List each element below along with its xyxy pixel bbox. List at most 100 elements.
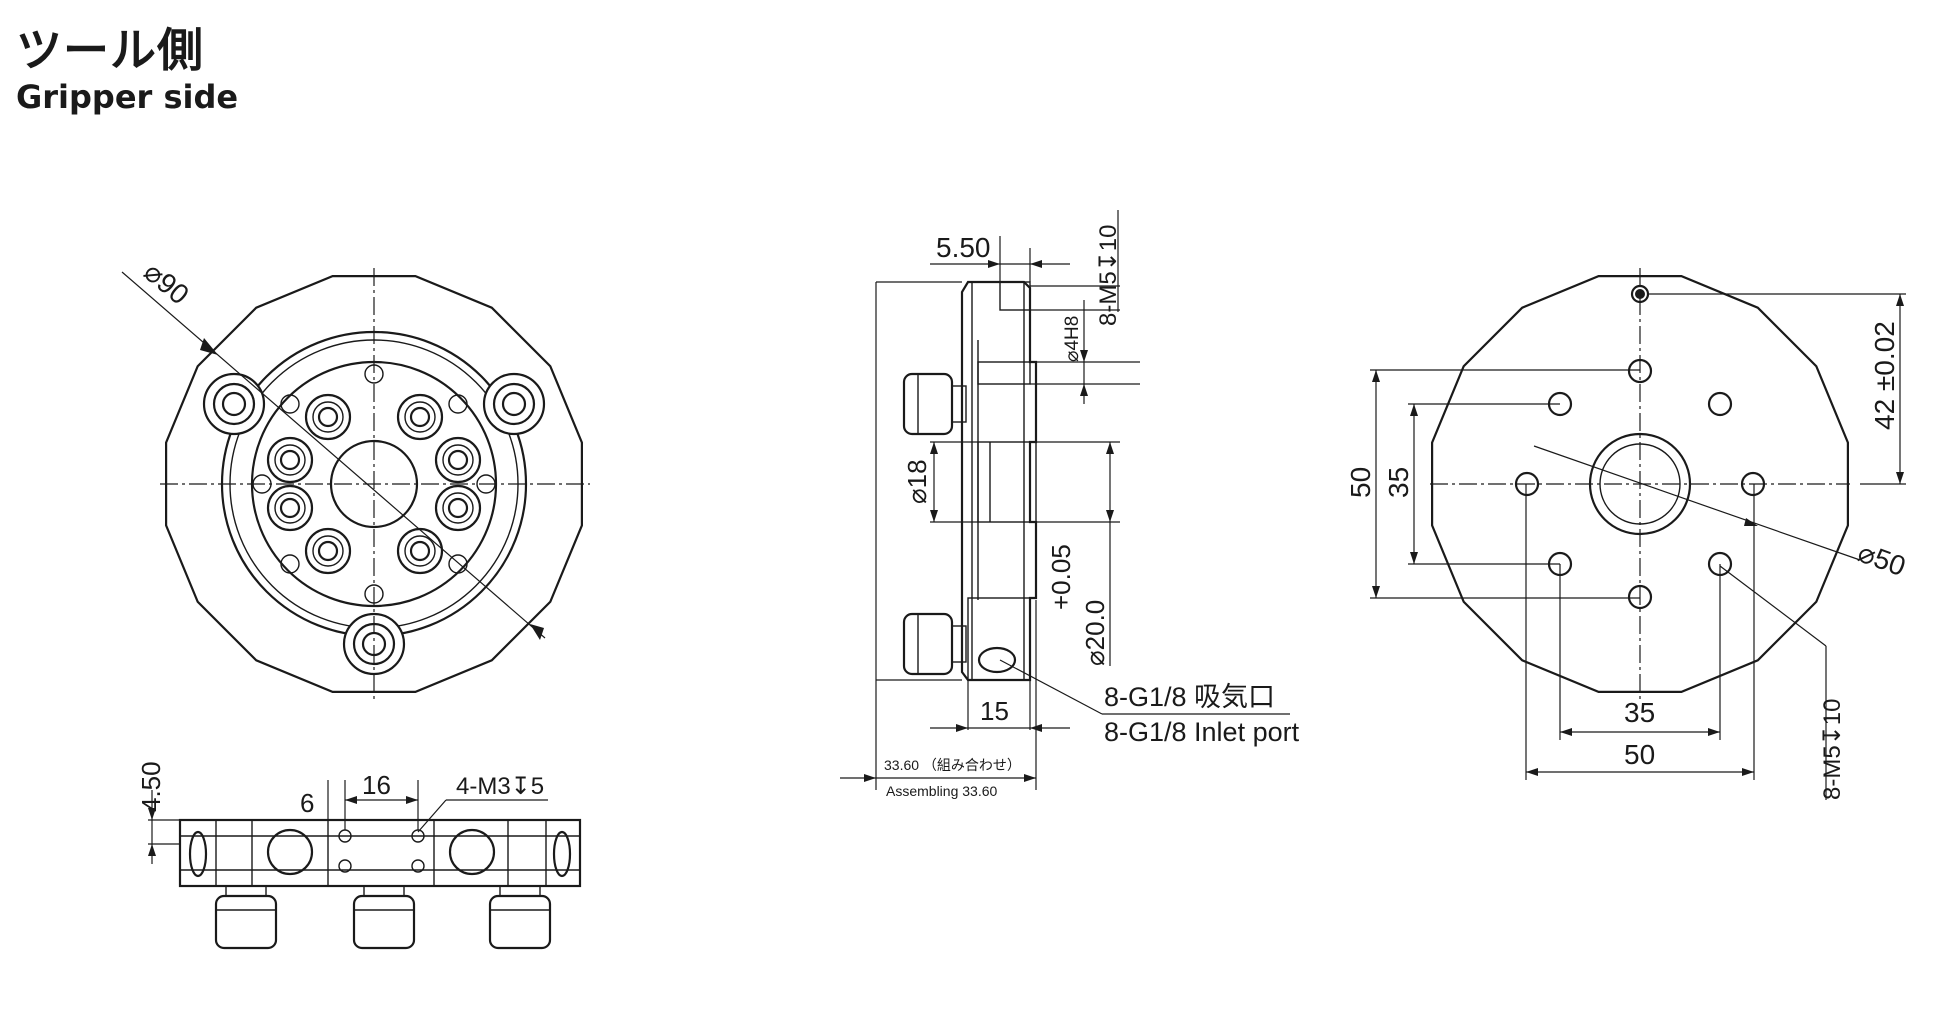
bottom-slot <box>552 830 572 878</box>
front-port-inner <box>274 492 306 524</box>
side-dim-arrow <box>930 442 938 454</box>
front-view: ⌀90 <box>121 256 590 700</box>
side-dim-arrow <box>864 774 876 782</box>
side-dim-15: 15 <box>980 696 1009 726</box>
bottom-fittings <box>214 885 552 950</box>
front-port-inner <box>312 401 344 433</box>
front-boss-core <box>501 391 527 417</box>
side-pin-bore <box>977 361 1031 385</box>
front-boss-core <box>221 391 247 417</box>
side-fitting-neck <box>951 385 967 423</box>
bottom-fitting-neck <box>225 885 267 897</box>
side-dim-arrow <box>1080 384 1088 396</box>
front-small-hole <box>448 554 468 574</box>
back-thread-leader <box>1719 565 1827 647</box>
front-boss-ring <box>212 382 256 426</box>
bottom-fitting-body <box>352 894 416 950</box>
front-port-ring <box>396 393 444 441</box>
back-dim-arrow <box>1526 768 1538 776</box>
back-m5-hole <box>1627 584 1653 610</box>
side-dim-550: 5.50 <box>936 232 991 263</box>
bottom-fitting-body <box>214 894 278 950</box>
front-port-inner <box>442 492 474 524</box>
side-dim-arrow <box>1024 774 1036 782</box>
front-boss <box>202 372 266 436</box>
back-dim-arrow <box>1708 728 1720 736</box>
back-diameter-leader <box>1533 445 1861 561</box>
front-dim-arrow <box>530 624 544 640</box>
bottom-thread-leader <box>417 799 447 833</box>
back-dim-arrow <box>1896 472 1904 484</box>
bottom-dim-6: 6 <box>300 788 314 818</box>
bottom-dim-arrow <box>148 844 156 856</box>
front-port-inner <box>312 535 344 567</box>
front-small-hole <box>448 394 468 414</box>
back-dim-arrow <box>1410 552 1418 564</box>
back-dim-arrow <box>1410 404 1418 416</box>
bottom-view: 4.50 16 6 4-M3↧5 <box>136 761 582 950</box>
side-dim-arrow <box>930 510 938 522</box>
bottom-m3-hole <box>338 859 352 873</box>
front-port-ring <box>434 484 482 532</box>
front-port-core <box>279 497 301 519</box>
front-port-ring <box>304 393 352 441</box>
side-fittings <box>902 372 967 676</box>
bottom-m3-hole <box>411 859 425 873</box>
bottom-port-hole <box>448 828 496 876</box>
front-port-ring <box>266 436 314 484</box>
page-subtitle: Gripper side <box>16 78 239 116</box>
side-port-label-en: 8-G1/8 Inlet port <box>1104 717 1300 747</box>
side-thread-hole <box>999 281 1031 311</box>
back-dim-arrow <box>1372 370 1380 382</box>
back-dim-35-vertical: 35 <box>1383 467 1414 498</box>
side-dim-20: ⌀20.0 <box>1080 600 1110 666</box>
back-dim-arrow <box>1560 728 1572 736</box>
front-port-inner <box>442 444 474 476</box>
bottom-dim-arrow <box>345 796 357 804</box>
front-port-core <box>317 406 339 428</box>
back-thread-label: 8-M5↧10 <box>1819 699 1846 800</box>
back-dim-35-horizontal: 35 <box>1624 697 1655 728</box>
bottom-dim-arrow <box>148 808 156 820</box>
front-port-inner <box>274 444 306 476</box>
bottom-port-hole <box>266 828 314 876</box>
back-dim-42: 42 ±0.02 <box>1869 321 1900 430</box>
back-dim-arrow <box>1742 768 1754 776</box>
back-view: 50 35 42 ±0.02 ⌀50 8-M5↧10 35 <box>1345 268 1910 800</box>
front-outer-contour <box>165 275 584 694</box>
front-port-ring <box>434 436 482 484</box>
front-dim-arrow <box>200 338 218 355</box>
side-body-contour <box>960 280 1038 682</box>
front-small-hole <box>280 554 300 574</box>
back-diameter-50: ⌀50 <box>1854 537 1910 583</box>
back-dim-arrow <box>1896 294 1904 306</box>
front-inlet-ports <box>266 393 482 575</box>
bottom-slot <box>188 830 208 878</box>
side-fitting-neck <box>951 625 967 663</box>
side-view: 5.50 8-M5↧10 ⌀4H8 ⌀18 ⌀20.0 +0.05 15 <box>840 210 1300 799</box>
back-m5-hole <box>1514 471 1540 497</box>
bottom-fitting-body <box>488 894 552 950</box>
front-boss <box>482 372 546 436</box>
back-pin-hole-fill <box>1635 289 1645 299</box>
side-dim-arrow <box>1106 510 1114 522</box>
side-dim-arrow <box>1106 442 1114 454</box>
front-boss-ring <box>492 382 536 426</box>
front-port-core <box>409 540 431 562</box>
front-diameter-label: ⌀90 <box>138 256 195 311</box>
side-bore-label: ⌀4H8 <box>1062 316 1083 362</box>
bottom-dim-16: 16 <box>362 770 391 800</box>
front-port-core <box>447 497 469 519</box>
back-outer-contour <box>1430 275 1850 694</box>
back-dim-50-vertical: 50 <box>1345 467 1376 498</box>
front-port-ring <box>266 484 314 532</box>
bottom-fitting-neck <box>363 885 405 897</box>
side-assembly-ja: 33.60 （組み合わせ） <box>884 757 1021 773</box>
front-port-inner <box>404 535 436 567</box>
side-fitting-body <box>902 612 954 676</box>
bottom-dim-arrow <box>406 796 418 804</box>
side-fitting-body <box>902 372 954 436</box>
bottom-thread-label: 4-M3↧5 <box>456 773 544 800</box>
side-dim-arrow <box>988 260 1000 268</box>
